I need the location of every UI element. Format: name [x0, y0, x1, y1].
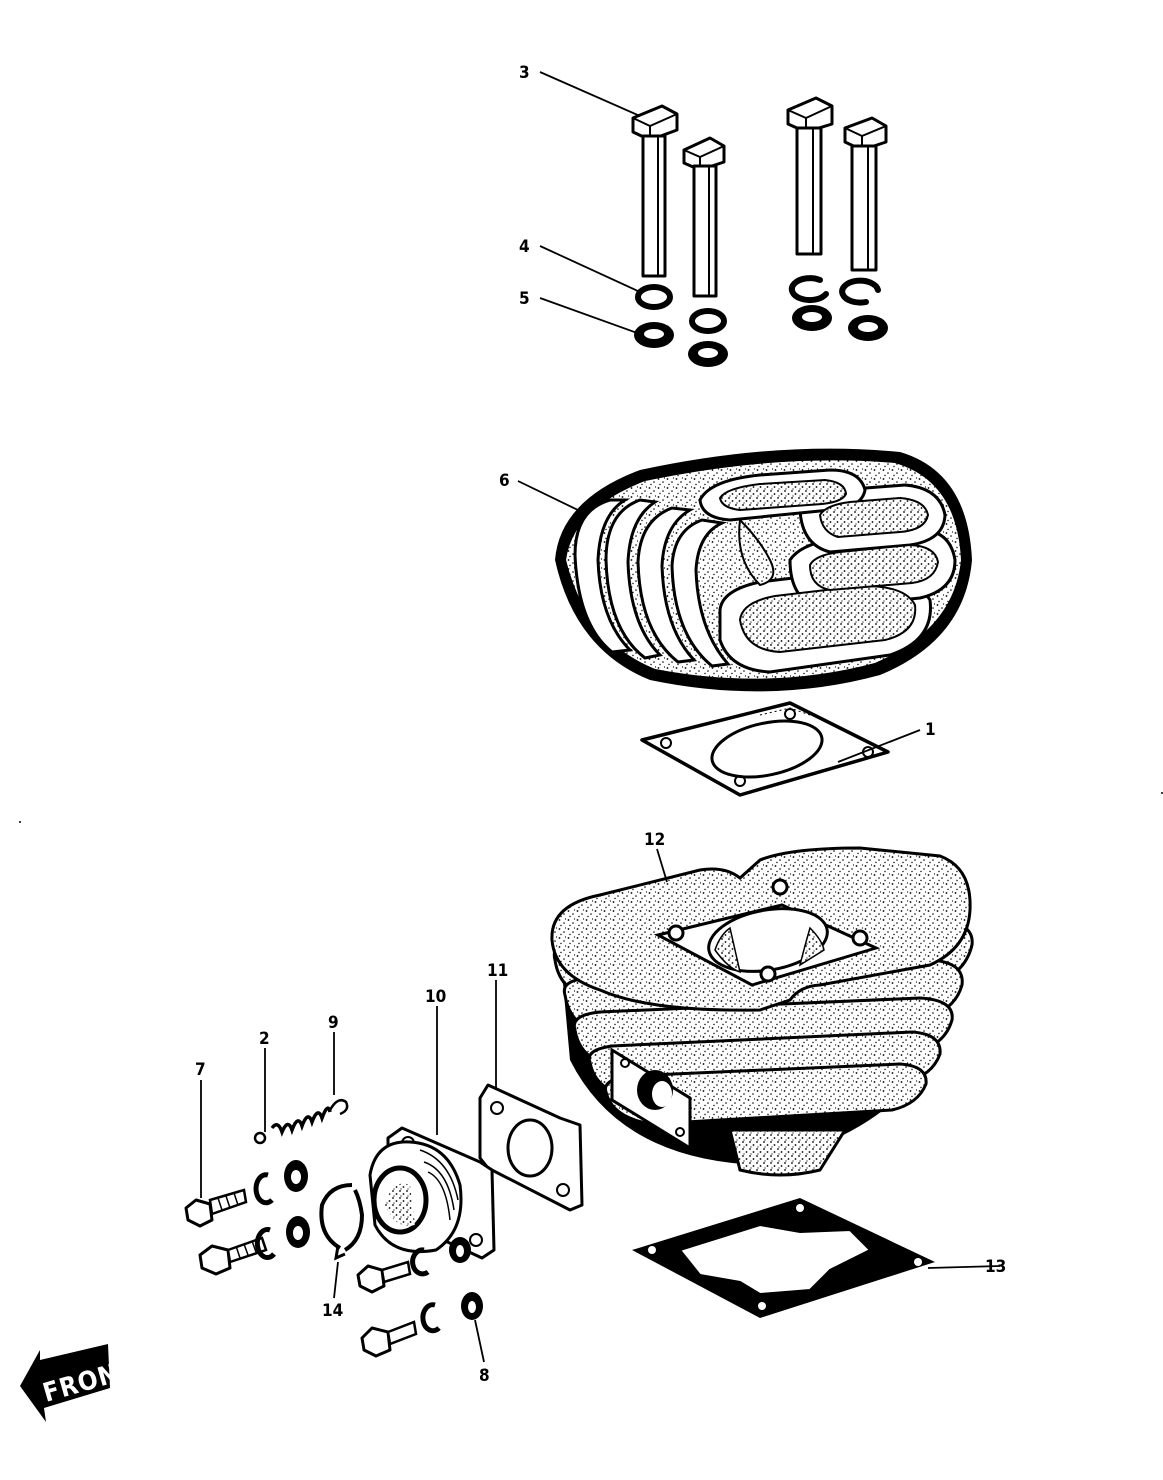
head-bolt [682, 136, 726, 298]
callout-4: 4 [519, 237, 530, 257]
pin [253, 1131, 267, 1145]
front-direction-arrow: FRONT [20, 1344, 139, 1422]
inlet-pipe [368, 1126, 496, 1260]
callout-11: 11 [487, 961, 508, 981]
cylinder-block [550, 846, 974, 1177]
callout-7: 7 [195, 1060, 206, 1080]
head-bolt [786, 96, 834, 256]
callout-10: 10 [425, 987, 446, 1007]
callout-5: 5 [519, 289, 530, 309]
callout-2: 2 [259, 1029, 270, 1049]
clamp-ring [319, 1183, 365, 1261]
callout-14: 14 [322, 1301, 343, 1321]
leader-lines [200, 71, 1001, 1363]
callout-labels: 3 4 5 6 1 12 13 11 10 9 2 7 14 8 [195, 63, 1006, 1386]
head-bolt [843, 116, 888, 272]
lock-washer-group [635, 275, 881, 334]
callout-6: 6 [499, 471, 510, 491]
screw-hardware-group [184, 1160, 483, 1358]
cylinder-head [555, 448, 972, 692]
callout-12: 12 [644, 830, 665, 850]
intake-gasket [478, 1083, 584, 1212]
head-bolt [631, 104, 679, 278]
callout-3: 3 [519, 63, 530, 83]
head-bolt-group [631, 96, 888, 298]
flat-washer-group [634, 305, 888, 367]
callout-1: 1 [925, 720, 936, 740]
callout-9: 9 [328, 1013, 339, 1033]
callout-13: 13 [985, 1257, 1006, 1277]
spring [270, 1099, 349, 1137]
callout-8: 8 [479, 1366, 490, 1386]
head-gasket [640, 701, 890, 797]
base-gasket [632, 1198, 935, 1318]
